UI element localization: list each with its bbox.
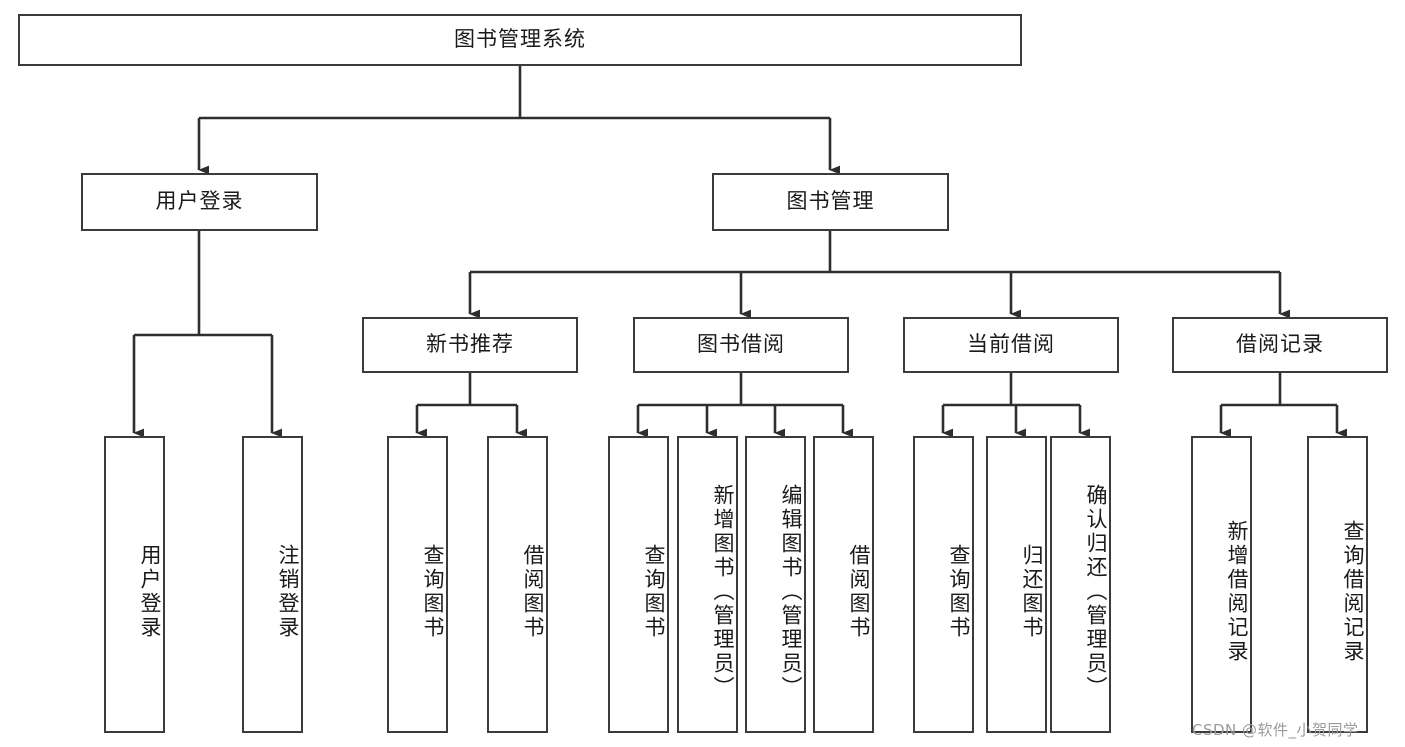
node-user-login[interactable]: 用户登录 (81, 173, 318, 231)
node-book-manage[interactable]: 图书管理 (712, 173, 949, 231)
node-user-login-leaf[interactable]: 用户登录 (104, 436, 165, 733)
node-borrow-query-book-label: 查询图书 (642, 543, 666, 640)
node-borrow-edit-book[interactable]: 编辑图书（管理员） (745, 436, 806, 733)
node-borrow-record-label: 借阅记录 (1236, 332, 1324, 357)
node-borrow-query-book[interactable]: 查询图书 (608, 436, 669, 733)
node-root-label: 图书管理系统 (454, 27, 586, 52)
node-user-logout-leaf[interactable]: 注销登录 (242, 436, 303, 733)
node-recommend-borrow-book[interactable]: 借阅图书 (487, 436, 548, 733)
node-current-query-book-label: 查询图书 (947, 543, 971, 640)
node-current-confirm-return[interactable]: 确认归还（管理员） (1050, 436, 1111, 733)
node-current-return-book[interactable]: 归还图书 (986, 436, 1047, 733)
node-borrow-add-book-label: 新增图书（管理员） (711, 483, 735, 700)
node-recommend-query-book-label: 查询图书 (421, 543, 445, 640)
node-borrow-borrow-book-label: 借阅图书 (847, 543, 871, 640)
node-current-borrow-label: 当前借阅 (967, 332, 1055, 357)
node-book-borrow-label: 图书借阅 (697, 332, 785, 357)
node-current-return-book-label: 归还图书 (1020, 543, 1044, 640)
node-user-login-label: 用户登录 (155, 189, 244, 214)
node-user-logout-leaf-label: 注销登录 (276, 543, 300, 640)
node-record-add[interactable]: 新增借阅记录 (1191, 436, 1252, 733)
node-new-book-recommend-label: 新书推荐 (426, 332, 514, 357)
node-record-add-label: 新增借阅记录 (1225, 519, 1249, 664)
csdn-watermark: CSDN @软件_小贺同学 (1192, 721, 1359, 739)
node-book-manage-label: 图书管理 (786, 189, 875, 214)
node-record-query-label: 查询借阅记录 (1341, 519, 1365, 664)
node-current-borrow[interactable]: 当前借阅 (903, 317, 1119, 373)
node-recommend-query-book[interactable]: 查询图书 (387, 436, 448, 733)
node-record-query[interactable]: 查询借阅记录 (1307, 436, 1368, 733)
node-new-book-recommend[interactable]: 新书推荐 (362, 317, 578, 373)
node-user-login-leaf-label: 用户登录 (138, 543, 162, 640)
node-recommend-borrow-book-label: 借阅图书 (521, 543, 545, 640)
node-borrow-record[interactable]: 借阅记录 (1172, 317, 1388, 373)
node-current-confirm-return-label: 确认归还（管理员） (1084, 483, 1108, 700)
node-book-borrow[interactable]: 图书借阅 (633, 317, 849, 373)
node-borrow-add-book[interactable]: 新增图书（管理员） (677, 436, 738, 733)
node-root[interactable]: 图书管理系统 (18, 14, 1022, 66)
node-borrow-edit-book-label: 编辑图书（管理员） (779, 483, 803, 700)
node-borrow-borrow-book[interactable]: 借阅图书 (813, 436, 874, 733)
node-current-query-book[interactable]: 查询图书 (913, 436, 974, 733)
